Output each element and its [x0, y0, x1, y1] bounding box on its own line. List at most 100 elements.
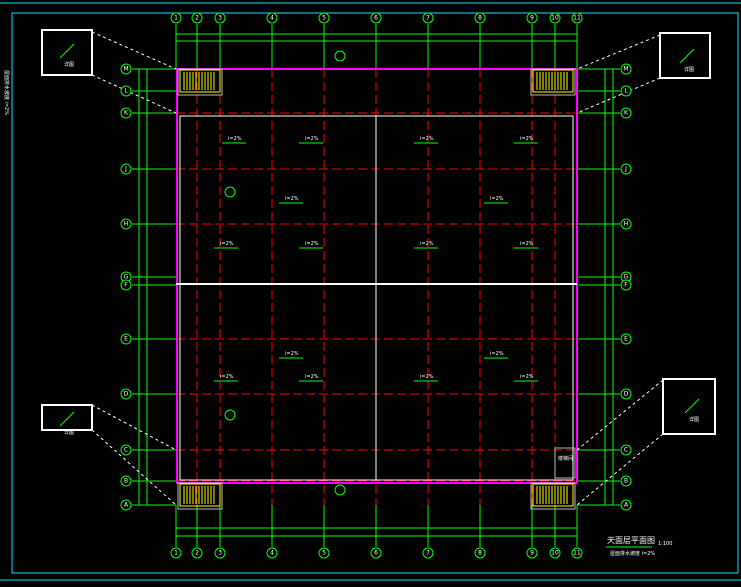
slope-label: i=2%	[220, 374, 234, 380]
axis-label-row: G	[624, 274, 629, 281]
side-note: 屋面排水坡度 i=2%	[3, 70, 10, 115]
roof-drain-icon	[334, 50, 346, 62]
detail-leader	[576, 34, 661, 70]
axis-label-row: C	[624, 447, 628, 454]
axis-bubble	[120, 444, 132, 456]
axis-bubble	[120, 85, 132, 97]
slope-label: i=2%	[420, 374, 434, 380]
slope-label: i=2%	[490, 196, 504, 202]
axis-bubble	[170, 12, 182, 24]
drawing-note: 屋面排水坡度 i=2%	[610, 550, 655, 557]
axis-label-column: 10	[551, 15, 559, 22]
frame-border	[11, 12, 739, 574]
detail-label: 详图	[64, 61, 74, 68]
drawing-title: 天面层平面图	[607, 536, 655, 545]
axis-label-row: F	[624, 282, 628, 289]
axis-bubble	[191, 547, 203, 559]
axis-bubble	[620, 85, 632, 97]
axis-bubble	[526, 547, 538, 559]
axis-label-row: B	[624, 478, 628, 485]
axis-label-column: 5	[322, 15, 326, 22]
axis-label-column: 1	[174, 15, 178, 22]
axis-bubble	[214, 547, 226, 559]
stair-hatch	[179, 69, 221, 93]
roof-drain-icon	[334, 484, 346, 496]
axis-label-row: H	[124, 221, 129, 228]
axis-bubble	[620, 499, 632, 511]
axis-bubble	[120, 163, 132, 175]
axis-bubble	[266, 12, 278, 24]
roof-drain-icon	[224, 409, 236, 421]
axis-label-column: 4	[270, 550, 274, 557]
axis-label-row: D	[624, 391, 629, 398]
axis-label-column: 9	[530, 15, 534, 22]
axis-bubble	[370, 12, 382, 24]
building-outline	[176, 68, 578, 510]
axis-bubble	[120, 499, 132, 511]
axis-label-row: A	[624, 502, 629, 509]
axis-bubble	[549, 12, 561, 24]
roof-drain-icon	[224, 186, 236, 198]
slope-label: i=2%	[228, 136, 242, 142]
axis-label-column: 8	[478, 550, 482, 557]
axis-label-column: 6	[374, 15, 378, 22]
stair-label: 楼梯间	[558, 455, 573, 462]
exterior-wall	[176, 68, 578, 484]
axis-bubble	[120, 475, 132, 487]
slope-label: i=2%	[285, 196, 299, 202]
axis-bubble	[170, 547, 182, 559]
axis-bubble	[120, 63, 132, 75]
axis-bubble	[571, 12, 583, 24]
detail-label: 详图	[689, 416, 699, 423]
detail-box-top-right	[659, 32, 711, 79]
axis-label-column: 11	[573, 550, 581, 557]
axis-label-column: 11	[573, 15, 581, 22]
slope-label: i=2%	[490, 351, 504, 357]
axis-label-row: C	[124, 447, 128, 454]
axis-bubble	[422, 547, 434, 559]
axis-label-row: M	[623, 66, 628, 73]
axis-bubble	[620, 333, 632, 345]
axis-label-column: 7	[426, 550, 430, 557]
axis-label-row: M	[123, 66, 128, 73]
axis-bubble	[474, 547, 486, 559]
detail-leader	[576, 77, 661, 114]
axis-label-row: E	[624, 336, 628, 343]
axis-label-row: D	[124, 391, 129, 398]
axis-label-row: A	[124, 502, 129, 509]
detail-slope-arrow	[59, 411, 75, 427]
axis-bubble	[620, 444, 632, 456]
axis-label-row: G	[124, 274, 129, 281]
detail-box-bottom-left	[41, 404, 93, 431]
axis-bubble	[620, 218, 632, 230]
axis-label-column: 2	[195, 550, 199, 557]
axis-label-row: E	[124, 336, 128, 343]
axis-bubble	[120, 107, 132, 119]
axis-bubble	[120, 218, 132, 230]
axis-bubble	[318, 12, 330, 24]
axis-label-row: H	[624, 221, 629, 228]
title-block: 天面层平面图 1:100 屋面排水坡度 i=2%	[606, 536, 672, 557]
axis-bubble	[620, 279, 632, 291]
stair-well	[177, 68, 223, 96]
stair-hatch	[532, 483, 574, 507]
slope-label: i=2%	[305, 374, 319, 380]
detail-leader	[576, 433, 664, 506]
drawing-scale: 1:100	[658, 541, 672, 547]
axis-bubble	[120, 279, 132, 291]
axis-bubble	[526, 12, 538, 24]
detail-slope-arrow	[684, 398, 700, 414]
axis-bubble	[620, 388, 632, 400]
axis-bubble	[474, 12, 486, 24]
slope-label: i=2%	[520, 136, 534, 142]
axis-label-column: 3	[218, 15, 222, 22]
stair-roof-room	[554, 447, 576, 479]
axis-bubble	[191, 12, 203, 24]
axis-bubble	[620, 63, 632, 75]
axis-bubble	[120, 333, 132, 345]
slope-label: i=2%	[520, 241, 534, 247]
slope-label: i=2%	[305, 241, 319, 247]
axis-bubble	[318, 547, 330, 559]
stair-hatch	[532, 69, 574, 93]
